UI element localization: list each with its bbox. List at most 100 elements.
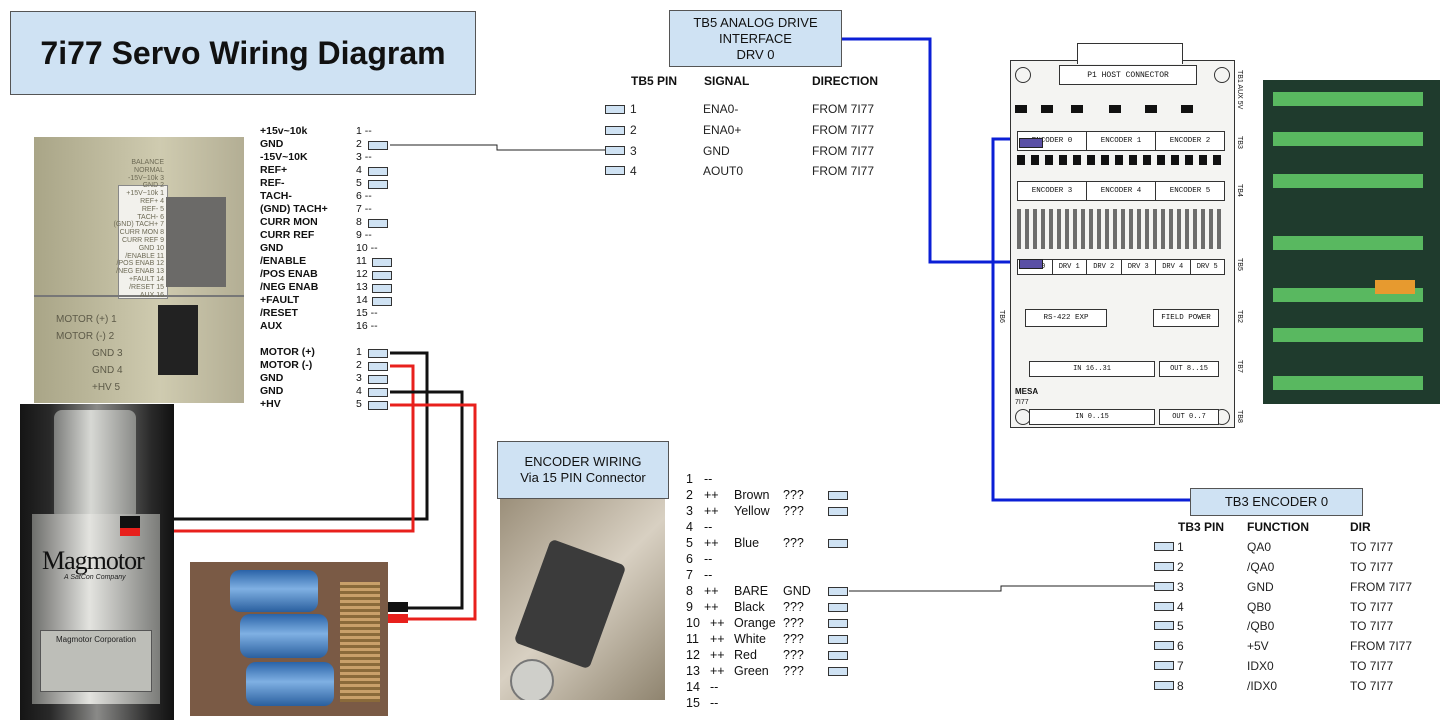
tb5-pin: 4 [630,164,637,178]
tb5-terminal-2[interactable] [605,126,625,135]
encoder-pin: 6 [686,552,693,566]
drive-terminal-2[interactable] [368,141,388,150]
tb3-function: GND [1247,580,1274,594]
drive-pin: 6 -- [356,190,372,202]
power-terminal-4[interactable] [368,388,388,397]
tb5-label-line: DRV 0 [736,46,775,62]
encoder-terminal-2[interactable] [828,491,848,500]
power-terminal-1[interactable] [368,349,388,358]
encoder-terminal-13[interactable] [828,667,848,676]
board-tb-label: TB6 [998,310,1005,323]
drive-signal-label: GND [260,242,284,254]
drive-terminal-5[interactable] [368,180,388,189]
tb5-pin: 2 [630,123,637,137]
drive-terminal-12[interactable] [372,271,392,280]
tb5-header-pin: TB5 PIN [631,74,678,88]
motor-plug-black [120,516,140,530]
encoder-terminal-10[interactable] [828,619,848,628]
encoder-mark: ++ [704,584,719,598]
diagram-title-box: 7i77 Servo Wiring Diagram [10,11,476,95]
tb5-terminal-1[interactable] [605,105,625,114]
encoder-terminal-8[interactable] [828,587,848,596]
tb3-terminal-3[interactable] [1154,582,1174,591]
power-pin: 4 [356,385,362,397]
board-photo-terminal [1273,236,1423,250]
tb5-header-direction: DIRECTION [812,74,878,88]
tb3-pin: 4 [1177,600,1184,614]
drive-signal-label: CURR MON [260,216,318,228]
board-drv: DRV 4 [1156,260,1191,274]
encoder-func: ??? [783,664,804,678]
drive-label: BALANCE [131,159,164,166]
encoder-connector-body [513,538,627,670]
tb3-terminal-1[interactable] [1154,542,1174,551]
encoder-wire-color: Brown [734,488,770,502]
drive-terminal-13[interactable] [372,284,392,293]
tb3-function: IDX0 [1247,659,1274,673]
power-signal-label: +HV [260,398,281,410]
drive-label: +15V~10k 1 [126,190,164,198]
tb5-label-box: TB5 ANALOG DRIVE INTERFACE DRV 0 [669,10,842,67]
tb3-function: /QA0 [1247,560,1275,574]
encoder-terminal-12[interactable] [828,651,848,660]
drive-terminal-4[interactable] [368,167,388,176]
drive-pin: 9 -- [356,229,372,241]
tb3-pin: 8 [1177,679,1184,693]
capacitor-1 [230,570,318,612]
encoder-func: ??? [783,488,804,502]
encoder-terminal-9[interactable] [828,603,848,612]
tb5-direction: FROM 7I77 [812,164,875,178]
tb5-direction: FROM 7I77 [812,102,875,116]
tb3-terminal-4[interactable] [1154,602,1174,611]
encoder-mark: ++ [710,616,725,630]
drive-label: GND 2 [142,182,164,190]
encoder-wire-color: White [734,632,766,646]
power-signal-label: GND [260,385,284,397]
board-drv-row: DRV 0 DRV 1 DRV 2 DRV 3 DRV 4 DRV 5 [1017,259,1225,275]
encoder-terminal-5[interactable] [828,539,848,548]
drive-connector-shape [118,185,168,299]
motor-minus-wire [140,364,415,533]
tb3-terminal-7[interactable] [1154,661,1174,670]
board-tb-label: TB4 [1236,184,1243,197]
drive-label: /RESET 15 [129,283,164,291]
tb3-terminal-8[interactable] [1154,681,1174,690]
board-field-power: FIELD POWER [1153,309,1219,327]
tb5-label-line: TB5 ANALOG DRIVE [693,14,818,30]
encoder-connector-screw [510,659,554,700]
tb5-terminal-4[interactable] [605,166,625,175]
encoder-terminal-3[interactable] [828,507,848,516]
drive-signal-label: REF- [260,177,285,189]
drive-cables-shape [166,197,226,287]
board-chip [1109,105,1121,113]
power-terminal-3[interactable] [368,375,388,384]
encoder-pin: 5 [686,536,693,550]
drive-terminal-11[interactable] [372,258,392,267]
tb3-label: TB3 ENCODER 0 [1224,494,1329,509]
board-encoder-row-2: ENCODER 3 ENCODER 4 ENCODER 5 [1017,181,1225,201]
encoder-terminal-11[interactable] [828,635,848,644]
blue-wire-tb3 [991,137,1190,502]
power-terminal-2[interactable] [368,362,388,371]
tb5-terminal-3[interactable] [605,146,625,155]
drive-terminal-14[interactable] [372,297,392,306]
board-model: 7I77 [1015,399,1029,406]
encoder-pin: 13 [686,664,700,678]
board-drv: DRV 1 [1053,260,1087,274]
drive-terminal-8[interactable] [368,219,388,228]
board-tb-label: TB3 [1236,136,1243,149]
encoder-pin-list: 1-- 2++Brown??? 3++Yellow??? 4-- 5++Blue… [686,472,866,712]
board-chip-row [1017,155,1223,165]
encoder-mark: ++ [704,488,719,502]
gnd-wire-tb5 [390,144,605,151]
tb3-dir: TO 7I77 [1350,679,1394,693]
power-terminal-5[interactable] [368,401,388,410]
board-in-0: IN 0..15 [1029,409,1155,425]
tb3-terminal-6[interactable] [1154,641,1174,650]
encoder-pin: 1 [686,472,693,486]
tb3-terminal-2[interactable] [1154,562,1174,571]
drive-label: AUX 16 [139,291,164,299]
motor-brand-sub: A SatCon Company [64,574,126,581]
motor-brand: Magmotor [42,546,145,575]
tb3-terminal-5[interactable] [1154,621,1174,630]
